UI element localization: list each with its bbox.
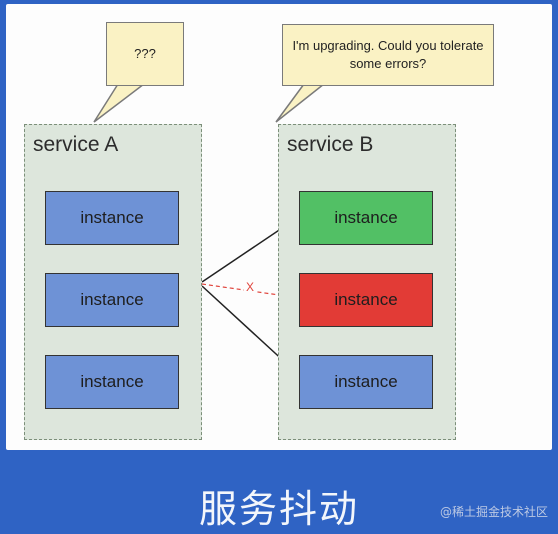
failed-call-marker: X [244, 280, 257, 294]
callout-b-text: I'm upgrading. Could you tolerate some e… [292, 38, 484, 71]
service-a-instance-2: instance [45, 273, 179, 327]
service-a-title: service A [33, 133, 119, 156]
callout-service-a: ??? [106, 22, 184, 86]
watermark: @稀土掘金技术社区 [439, 505, 548, 519]
callout-b-tail [275, 83, 327, 123]
service-b-instance-healthy: instance [299, 191, 433, 245]
service-b-title: service B [287, 133, 374, 156]
service-b-instance-failing: instance [299, 273, 433, 327]
callout-a-text: ??? [134, 46, 156, 61]
service-b-box: service B instance instance instance [278, 124, 456, 440]
callout-a-tail [93, 83, 147, 123]
service-b-instance-normal: instance [299, 355, 433, 409]
service-a-box: service A instance instance instance [24, 124, 202, 440]
callout-service-b: I'm upgrading. Could you tolerate some e… [282, 24, 494, 86]
service-a-instance-3: instance [45, 355, 179, 409]
diagram-canvas: ??? I'm upgrading. Could you tolerate so… [6, 4, 552, 450]
service-a-instance-1: instance [45, 191, 179, 245]
slide-caption: 服务抖动 [198, 487, 359, 531]
